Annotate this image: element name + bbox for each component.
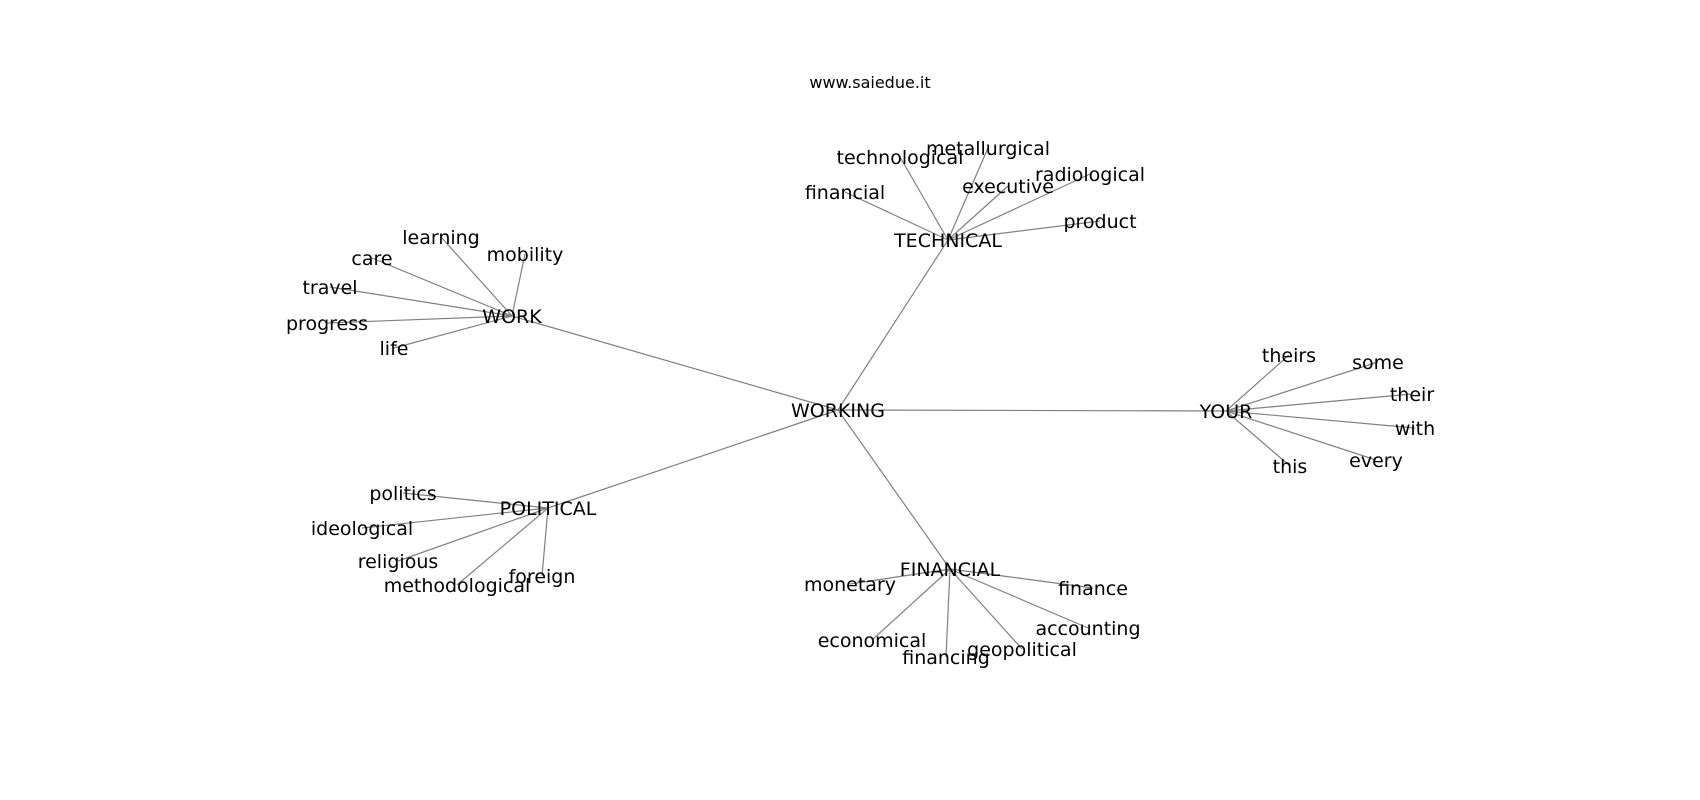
leaf-node-label-metallurgical: metallurgical [926,138,1050,160]
leaf-node-label-progress: progress [286,313,368,335]
edge-technical-financial [844,191,949,241]
leaf-node-label-every: every [1349,450,1403,472]
edge-your-some [1225,361,1379,412]
edge-center-work [511,315,839,411]
edge-financial-accounting [949,568,1089,629]
edge-your-this [1225,410,1291,467]
leaf-node-label-financial: financial [805,182,885,204]
edge-financial-finance [949,568,1094,589]
leaf-node-label-foreign: foreign [509,566,576,588]
edge-your-every [1225,410,1377,461]
graph-edges [326,147,1416,658]
edge-work-mobility [511,253,526,317]
leaf-node-label-religious: religious [358,551,439,573]
leaf-node-label-economical: economical [818,630,927,652]
leaf-node-label-their: their [1390,384,1434,406]
center-node-label: WORKING [791,400,885,422]
edge-financial-geopolitical [949,568,1023,650]
edge-political-methodological [456,507,549,586]
edge-your-with [1225,410,1416,429]
edge-your-theirs [1225,354,1290,412]
leaf-node-label-geopolitical: geopolitical [967,639,1077,661]
leaf-node-label-this: this [1273,456,1308,478]
leaf-node-label-product: product [1063,211,1136,233]
leaf-node-label-methodological: methodological [384,575,531,597]
leaf-node-label-monetary: monetary [804,574,896,596]
edge-work-learning [440,236,513,317]
edge-center-political [547,409,839,509]
edge-political-foreign [541,507,549,577]
leaf-node-label-financing: financing [902,647,990,669]
leaf-node-label-travel: travel [302,277,357,299]
hub-node-label-technical: TECHNICAL [893,230,1002,252]
edge-technical-metallurgical [947,147,989,241]
leaf-node-label-radiological: radiological [1035,164,1145,186]
edge-work-travel [329,286,513,317]
leaf-node-label-executive: executive [962,176,1054,198]
edge-center-financial [837,409,951,570]
hub-node-label-political: POLITICAL [500,498,597,520]
leaf-node-label-learning: learning [402,227,480,249]
hub-node-label-your: YOUR [1199,401,1253,423]
edge-your-their [1225,393,1413,412]
edge-political-politics [402,492,549,509]
edge-work-progress [326,315,513,324]
edge-financial-financing [945,568,951,658]
leaf-node-label-theirs: theirs [1262,345,1316,367]
leaf-node-label-accounting: accounting [1035,618,1140,640]
edge-political-ideological [361,507,549,529]
leaf-node-label-some: some [1352,352,1404,374]
edge-technical-executive [947,185,1009,241]
leaf-node-label-ideological: ideological [311,518,413,540]
edge-technical-technological [899,156,949,241]
site-label: www.saiedue.it [809,73,930,92]
leaf-node-label-mobility: mobility [487,244,564,266]
leaf-node-label-with: with [1395,418,1435,440]
leaf-node-label-care: care [351,248,392,270]
hub-node-label-work: WORK [482,306,542,328]
edge-financial-economical [871,568,951,641]
edge-financial-monetary [849,568,951,585]
edge-political-religious [397,507,549,562]
edge-technical-product [947,220,1101,241]
leaf-node-label-politics: politics [369,483,436,505]
edge-center-your [837,409,1227,412]
edge-technical-radiological [947,173,1091,241]
graph-labels: WORKINGTECHNICALfinancialtechnologicalme… [286,138,1435,669]
leaf-node-label-technological: technological [837,147,964,169]
edge-center-technical [837,239,949,411]
edge-work-care [371,257,513,317]
leaf-node-label-finance: finance [1058,578,1128,600]
hub-node-label-financial: FINANCIAL [900,559,1001,581]
leaf-node-label-life: life [380,338,409,360]
edge-work-life [393,315,513,349]
